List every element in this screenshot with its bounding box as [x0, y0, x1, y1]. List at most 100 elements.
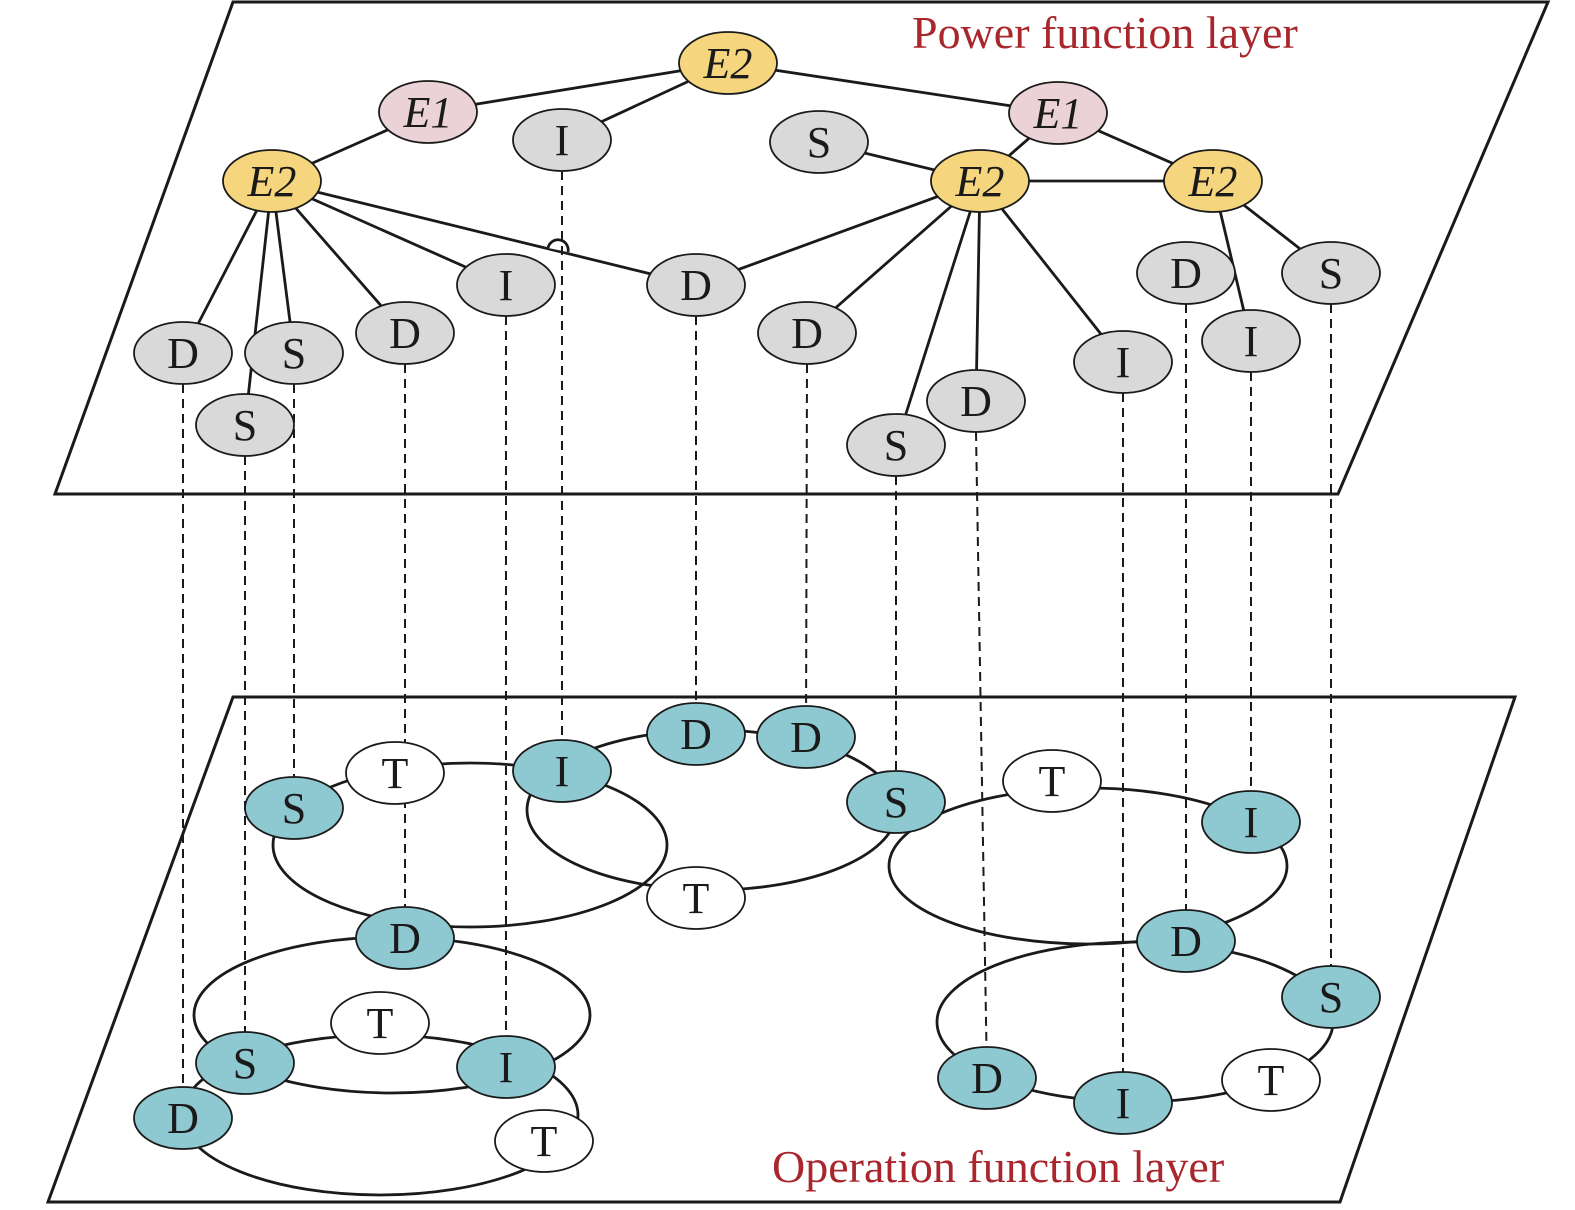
power-node-label: S: [233, 401, 257, 450]
operation-node-t: T: [1002, 749, 1102, 813]
power-node-shape: [378, 80, 478, 144]
operation-node-shape: [345, 741, 445, 805]
power-node-shape: [757, 301, 857, 365]
power-edge: [978, 180, 1125, 363]
operation-node-shape: [1136, 909, 1236, 973]
operation-node-d: D: [1136, 909, 1236, 973]
power-node-shape: [244, 321, 344, 385]
operation-node-shape: [1073, 1071, 1173, 1135]
operation-node-shape: [1221, 1048, 1321, 1112]
operation-node-label: D: [971, 1054, 1003, 1103]
operation-node-label: D: [680, 710, 712, 759]
power-node-e2: E2: [222, 149, 322, 213]
operation-node-s: S: [846, 770, 946, 834]
operation-layer-plane: [45, 695, 1518, 1204]
power-node-shape: [930, 149, 1030, 213]
operation-node-s: S: [195, 1031, 295, 1095]
power-node-label: I: [555, 116, 570, 165]
power-node-label: I: [1244, 317, 1259, 366]
operation-layer-title: Operation function layer: [772, 1141, 1224, 1192]
power-node-label: E1: [1033, 89, 1083, 138]
power-node-shape: [646, 253, 746, 317]
power-node-d: D: [133, 321, 233, 385]
power-node-s: S: [195, 393, 295, 457]
power-edge: [894, 180, 982, 446]
operation-node-label: I: [555, 747, 570, 796]
operation-node-shape: [456, 1035, 556, 1099]
power-node-shape: [1136, 241, 1236, 305]
power-edge: [271, 179, 697, 287]
power-node-shape: [1163, 149, 1263, 213]
operation-node-shape: [756, 705, 856, 769]
power-node-label: D: [167, 329, 199, 378]
power-node-label: S: [807, 118, 831, 167]
power-node-label: D: [1170, 249, 1202, 298]
operation-node-s: S: [244, 776, 344, 840]
power-node-i: I: [1073, 330, 1173, 394]
power-node-label: E2: [1188, 157, 1238, 206]
power-node-e1: E1: [1008, 81, 1108, 145]
inter-layer-link: [805, 363, 808, 738]
power-node-label: E2: [247, 157, 297, 206]
power-node-s: S: [1281, 241, 1381, 305]
power-node-e2: E2: [678, 31, 778, 95]
power-node-shape: [1008, 81, 1108, 145]
operation-node-label: S: [233, 1039, 257, 1088]
operation-node-t: T: [345, 741, 445, 805]
power-node-label: I: [499, 261, 514, 310]
power-node-s: S: [846, 413, 946, 477]
power-node-shape: [769, 110, 869, 174]
operation-node-label: T: [1039, 757, 1066, 806]
power-node-d: D: [757, 301, 857, 365]
operation-node-i: I: [512, 739, 612, 803]
operation-node-label: S: [282, 784, 306, 833]
operation-node-shape: [1281, 965, 1381, 1029]
power-edge: [243, 180, 274, 426]
power-node-shape: [456, 253, 556, 317]
operation-node-label: I: [499, 1043, 514, 1092]
power-node-shape: [355, 301, 455, 365]
operation-node-label: S: [1319, 973, 1343, 1022]
operation-node-i: I: [456, 1035, 556, 1099]
operation-node-shape: [512, 739, 612, 803]
power-node-shape: [133, 321, 233, 385]
operation-node-t: T: [494, 1109, 594, 1173]
operation-node-i: I: [1201, 790, 1301, 854]
operation-node-i: I: [1073, 1071, 1173, 1135]
power-node-i: I: [1201, 309, 1301, 373]
operation-node-label: T: [367, 999, 394, 1048]
operation-node-label: T: [1258, 1056, 1285, 1105]
power-layer-plane: [52, 0, 1551, 496]
power-node-label: D: [389, 309, 421, 358]
operation-node-label: T: [382, 749, 409, 798]
operation-node-label: T: [531, 1117, 558, 1166]
power-node-i: I: [456, 253, 556, 317]
operation-node-t: T: [330, 991, 430, 1055]
operation-node-shape: [646, 866, 746, 930]
operation-node-d: D: [355, 906, 455, 970]
operation-node-label: D: [790, 713, 822, 762]
operation-node-shape: [195, 1031, 295, 1095]
operation-node-d: D: [646, 702, 746, 766]
power-node-d: D: [926, 369, 1026, 433]
ring-upper-left: [271, 761, 669, 929]
operation-node-shape: [1002, 749, 1102, 813]
power-node-d: D: [1136, 241, 1236, 305]
power-edge: [427, 61, 729, 114]
power-node-s: S: [244, 321, 344, 385]
power-node-s: S: [769, 110, 869, 174]
operation-node-d: D: [133, 1086, 233, 1150]
power-edge: [974, 180, 982, 402]
power-node-shape: [195, 393, 295, 457]
power-node-label: S: [884, 421, 908, 470]
operation-node-shape: [355, 906, 455, 970]
power-node-label: D: [791, 309, 823, 358]
inter-layer-links: [182, 171, 1332, 1118]
operation-node-label: S: [884, 778, 908, 827]
operation-node-shape: [330, 991, 430, 1055]
operation-node-shape: [937, 1046, 1037, 1110]
power-node-label: E2: [955, 157, 1005, 206]
power-edge: [727, 61, 1059, 115]
power-node-shape: [1201, 309, 1301, 373]
